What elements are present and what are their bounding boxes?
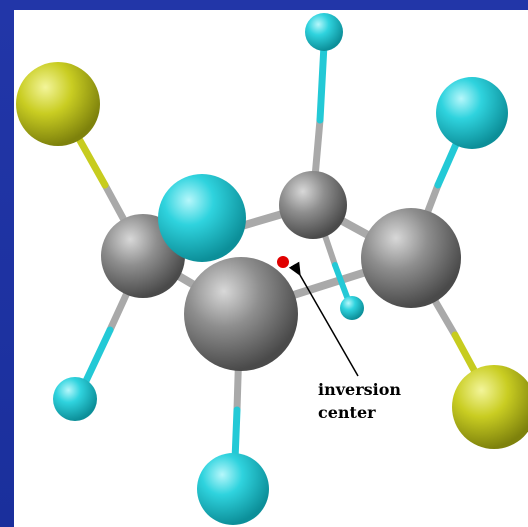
carbon-atom-right: [361, 208, 461, 308]
halogen-atom-upper-left: [16, 62, 100, 146]
bond-c-top-h-top-cyan: [316, 41, 328, 124]
hydrogen-atom-back: [340, 296, 364, 320]
hydrogen-atom-front-upper: [158, 174, 246, 262]
hydrogen-atom-lower-left: [53, 377, 97, 421]
hydrogen-atom-upper-right: [436, 77, 508, 149]
annotation-arrow: [288, 261, 359, 377]
atoms: [16, 13, 528, 525]
inversion-center-point: [277, 256, 289, 268]
hydrogen-atom-bottom: [197, 453, 269, 525]
carbon-atom-front: [184, 257, 298, 371]
hydrogen-atom-top: [305, 13, 343, 51]
halogen-atom-lower-right: [452, 365, 528, 449]
annotation-label-line1: inversion: [318, 380, 401, 399]
carbon-atom-top: [279, 171, 347, 239]
annotation-label-line2: center: [318, 403, 376, 422]
